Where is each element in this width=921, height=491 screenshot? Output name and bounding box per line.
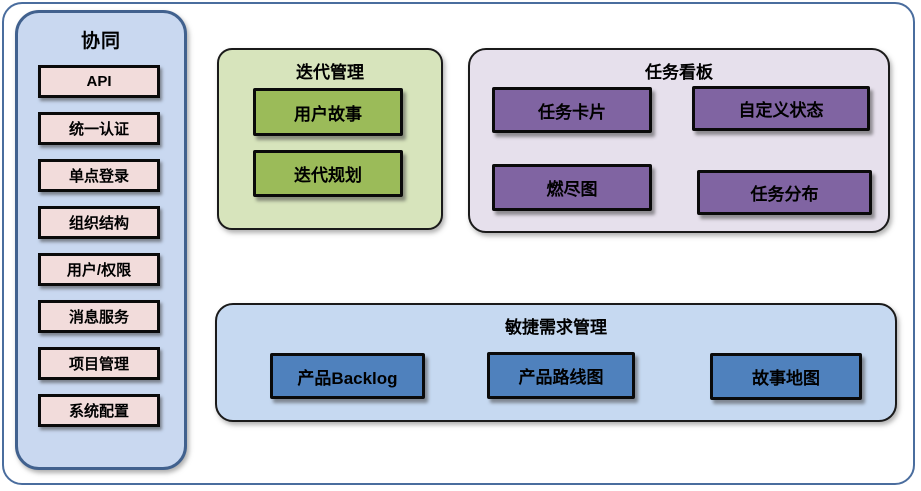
sidebar-item-sso: 单点登录: [38, 159, 160, 192]
sidebar-item-unified-auth: 统一认证: [38, 112, 160, 145]
sidebar-item-user-permissions: 用户/权限: [38, 253, 160, 286]
node-custom-status: 自定义状态: [692, 86, 870, 131]
sidebar-item-project-management: 项目管理: [38, 347, 160, 380]
group-task-board: 任务看板 任务卡片 自定义状态 燃尽图 任务分布: [468, 48, 890, 233]
sidebar-item-system-config: 系统配置: [38, 394, 160, 427]
sidebar-item-org-structure: 组织结构: [38, 206, 160, 239]
group-agile-requirements-title: 敏捷需求管理: [505, 318, 607, 337]
node-product-backlog: 产品Backlog: [270, 353, 425, 399]
node-task-distribution: 任务分布: [697, 170, 872, 215]
node-iteration-planning: 迭代规划: [253, 150, 403, 197]
sidebar-title: 协同: [80, 31, 121, 52]
sidebar-item-api: API: [38, 65, 160, 98]
node-burndown-chart: 燃尽图: [492, 164, 652, 211]
node-story-map: 故事地图: [710, 353, 862, 400]
group-iteration-title: 迭代管理: [296, 63, 364, 82]
node-task-card: 任务卡片: [492, 87, 652, 133]
group-iteration-management: 迭代管理 用户故事 迭代规划: [217, 48, 443, 230]
sidebar-item-message-service: 消息服务: [38, 300, 160, 333]
sidebar-collaboration: 协同 API 统一认证 单点登录 组织结构 用户/权限 消息服务 项目管理 系统…: [15, 10, 187, 470]
outer-frame: [2, 2, 915, 485]
group-task-board-title: 任务看板: [645, 63, 713, 82]
node-user-story: 用户故事: [253, 88, 403, 136]
sidebar-items: API 统一认证 单点登录 组织结构 用户/权限 消息服务 项目管理 系统配置: [38, 65, 160, 427]
node-product-roadmap: 产品路线图: [487, 352, 635, 399]
group-agile-requirements: 敏捷需求管理 产品Backlog 产品路线图 故事地图: [215, 303, 897, 422]
